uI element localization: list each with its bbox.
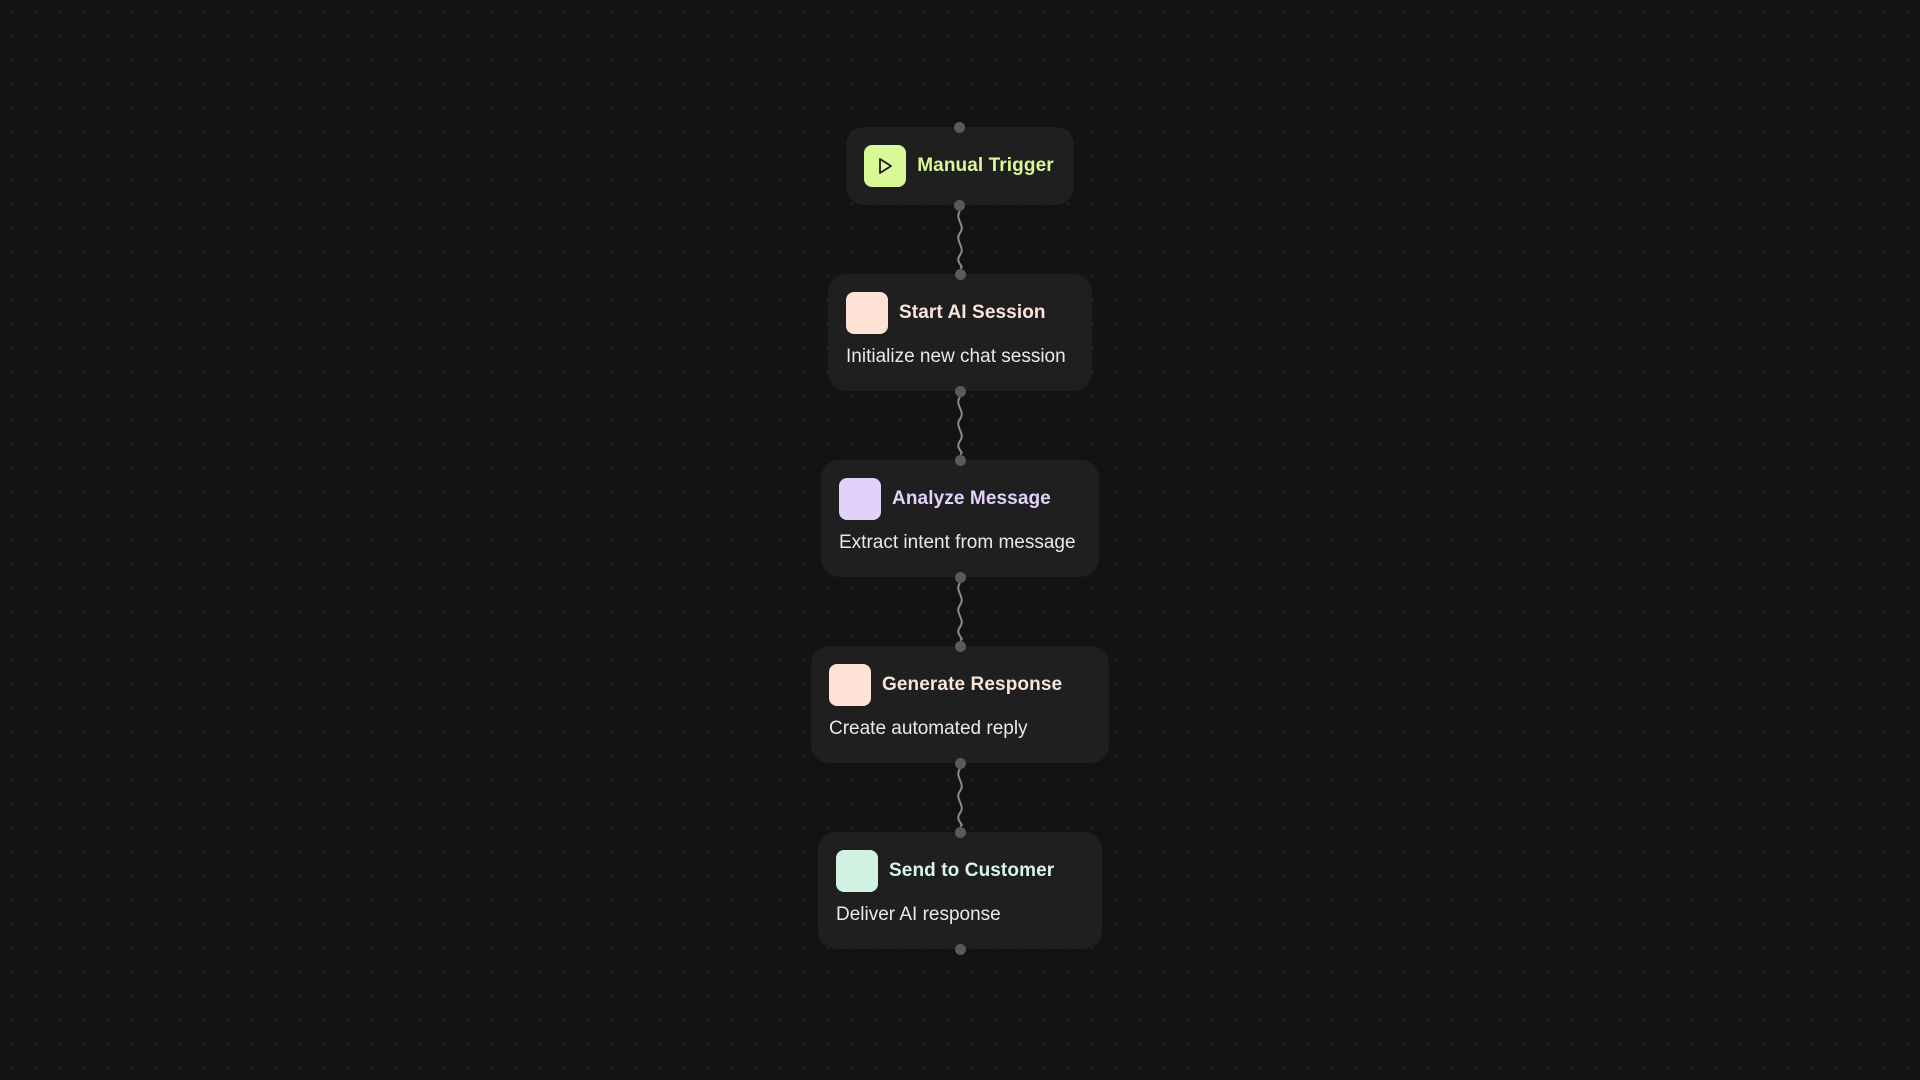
node-description: Deliver AI response	[836, 904, 1001, 925]
node-title: Generate Response	[882, 674, 1063, 695]
node-title: Analyze Message	[892, 488, 1051, 509]
input-port[interactable]	[954, 268, 966, 280]
node-title: Start AI Session	[899, 302, 1046, 323]
node-icon	[836, 850, 878, 892]
output-port[interactable]	[954, 757, 966, 769]
node-analyze-message[interactable]: Analyze Message Extract intent from mess…	[821, 454, 1099, 583]
input-port[interactable]	[954, 640, 966, 652]
input-port[interactable]	[954, 454, 966, 466]
node-header: Manual Trigger	[864, 145, 1054, 187]
node-title: Manual Trigger	[917, 155, 1054, 176]
node-title: Send to Customer	[889, 860, 1055, 881]
node-description: Extract intent from message	[839, 532, 1076, 553]
output-port[interactable]	[954, 199, 966, 211]
node-header: Generate Response	[829, 664, 1062, 706]
output-port[interactable]	[954, 385, 966, 397]
node-header: Send to Customer	[836, 850, 1054, 892]
play-icon-glyph	[879, 158, 893, 174]
node-header: Analyze Message	[839, 478, 1051, 520]
connector-line	[957, 210, 963, 269]
workflow-flow: Manual Trigger Start AI Session Initiali…	[0, 121, 1920, 955]
node-icon	[829, 664, 871, 706]
node-generate-response[interactable]: Generate Response Create automated reply	[811, 640, 1109, 769]
connector-line	[957, 768, 963, 827]
node-send-to-customer[interactable]: Send to Customer Deliver AI response	[818, 826, 1102, 955]
play-icon	[864, 145, 907, 187]
node-start-ai-session[interactable]: Start AI Session Initialize new chat ses…	[828, 268, 1092, 397]
output-port[interactable]	[954, 571, 966, 583]
connector-line	[957, 396, 963, 455]
input-port[interactable]	[954, 826, 966, 838]
node-description: Create automated reply	[829, 718, 1028, 739]
node-description: Initialize new chat session	[846, 346, 1066, 367]
node-icon	[846, 292, 888, 334]
node-header: Start AI Session	[846, 292, 1046, 334]
node-manual-trigger[interactable]: Manual Trigger	[846, 121, 1074, 211]
output-port[interactable]	[954, 943, 966, 955]
connector-line	[957, 582, 963, 641]
node-icon	[839, 478, 881, 520]
input-port[interactable]	[954, 121, 966, 133]
